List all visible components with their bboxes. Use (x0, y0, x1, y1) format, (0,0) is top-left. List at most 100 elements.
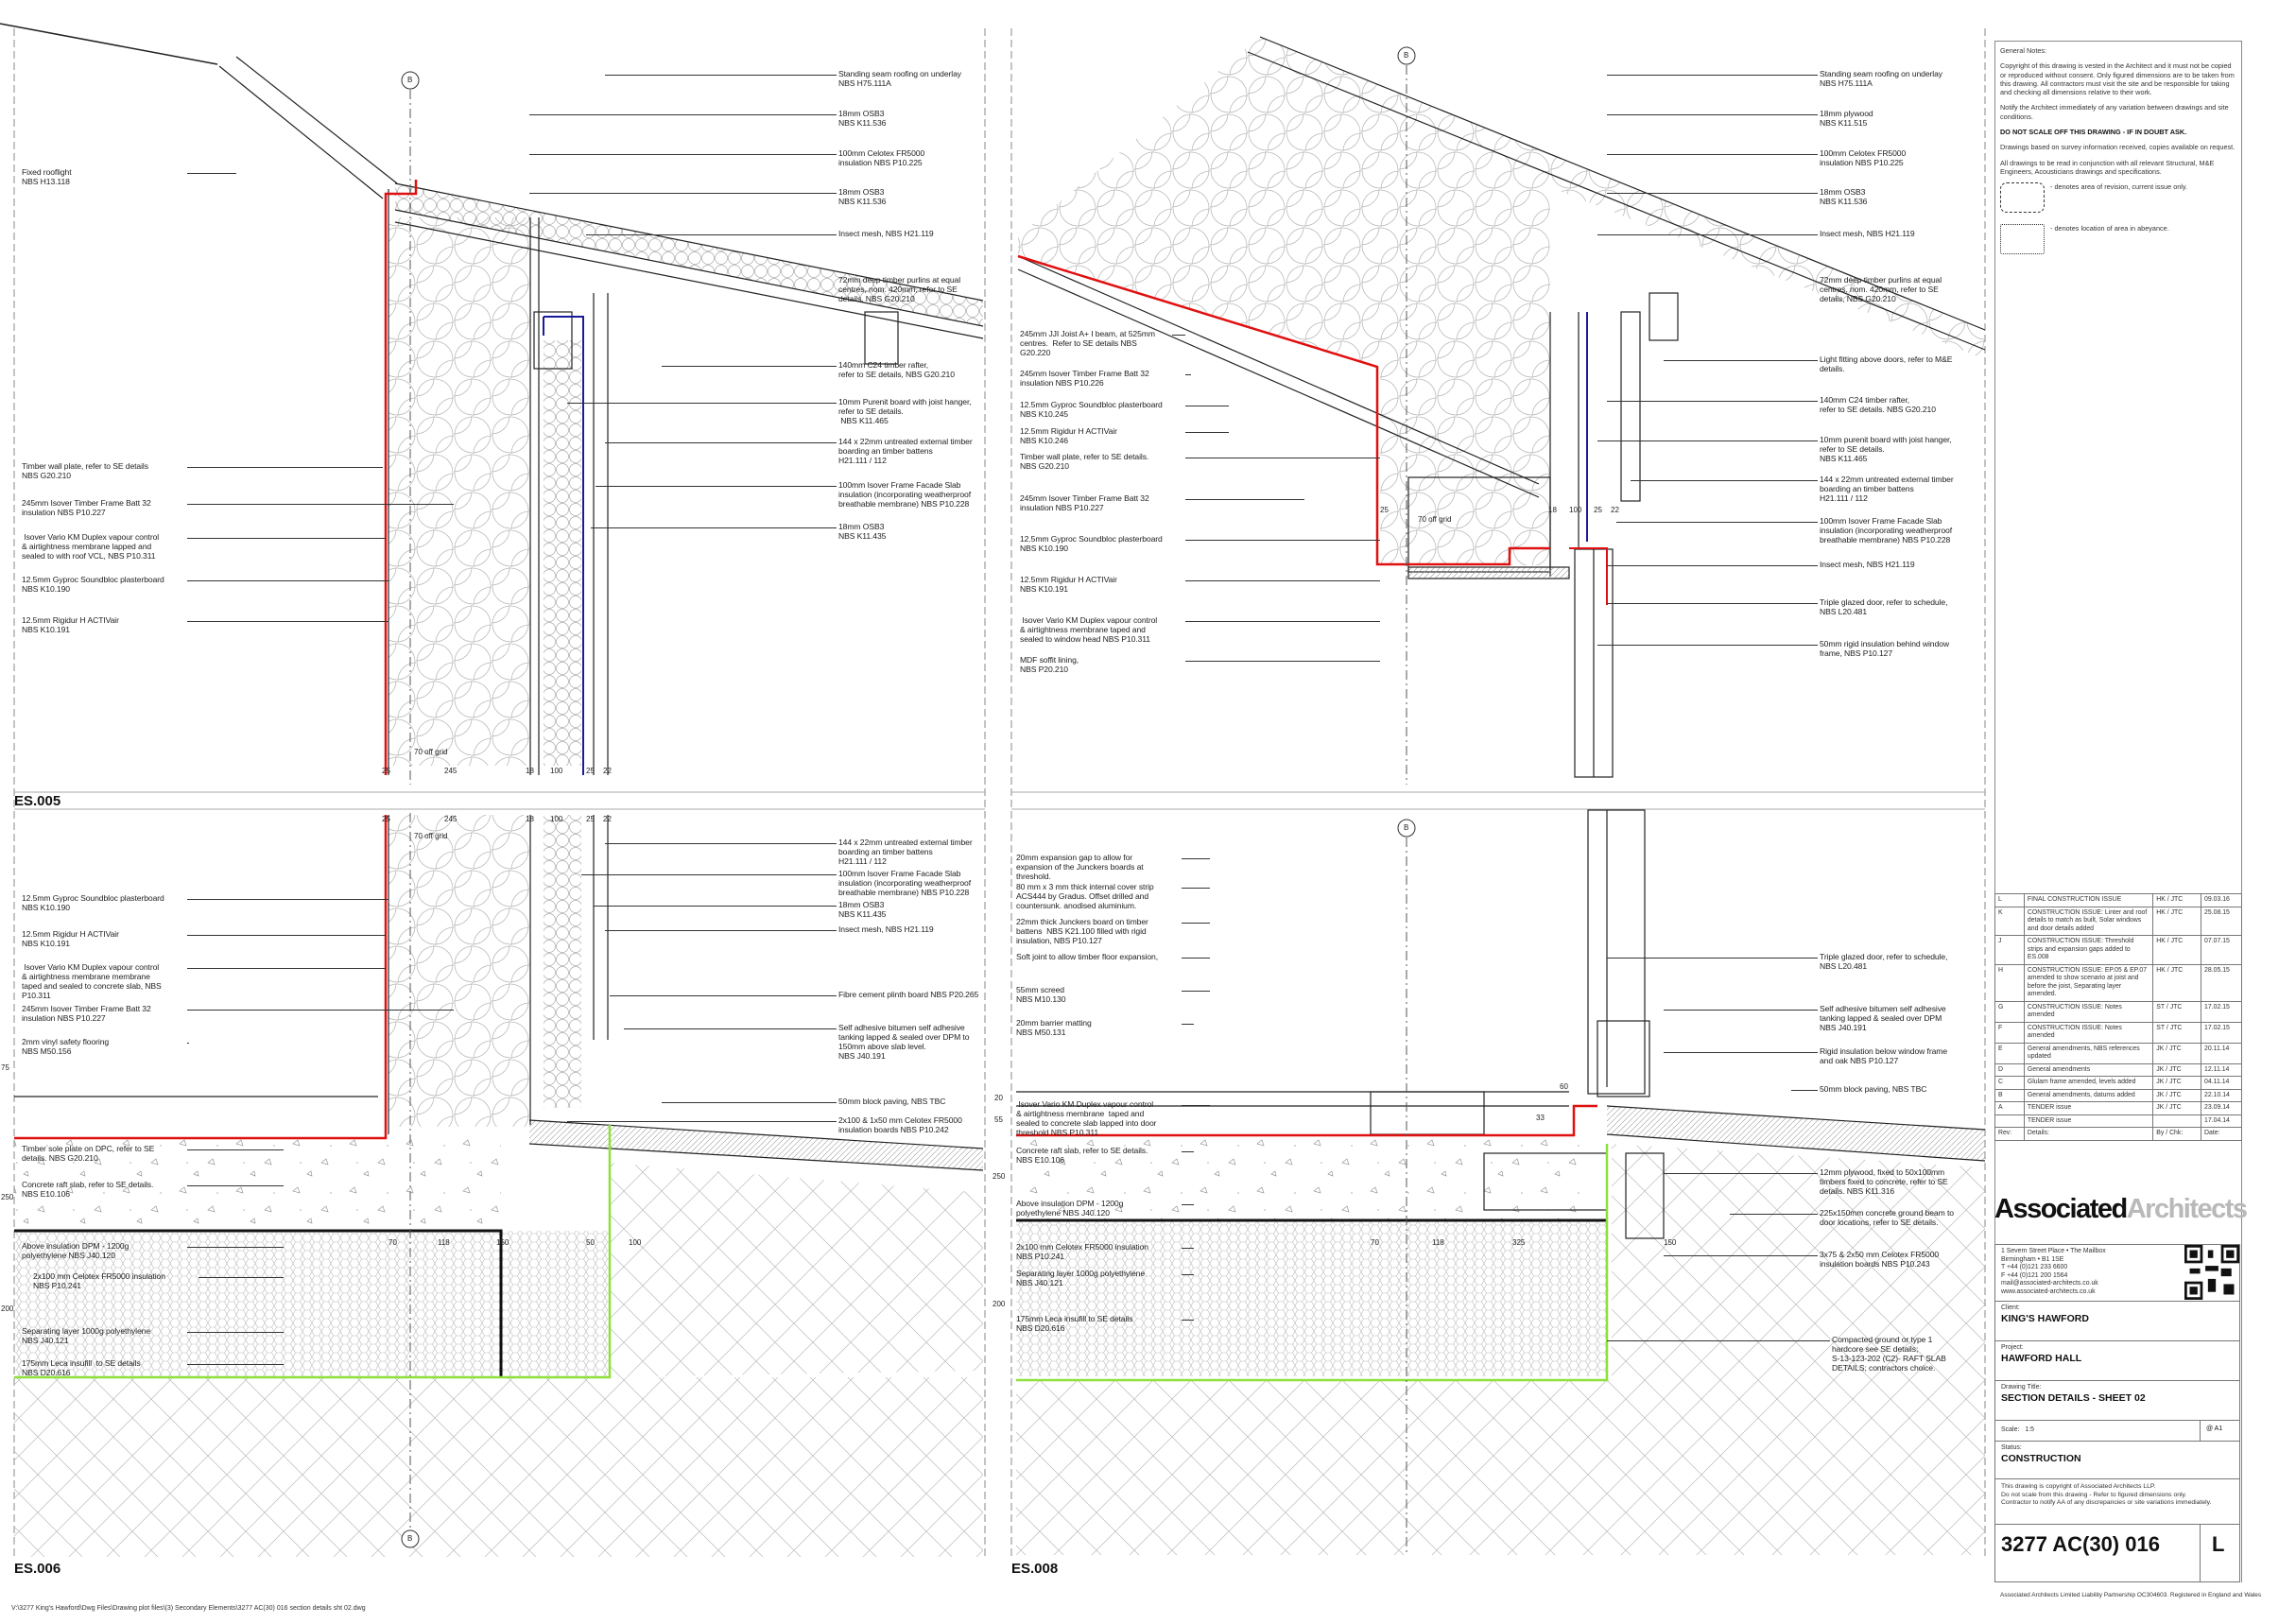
leader-line (1185, 499, 1304, 500)
leader-line (1791, 1090, 1818, 1091)
leader-line (1607, 401, 1818, 402)
leader-line (605, 75, 837, 76)
es006-drawing (14, 815, 984, 1557)
project-value: HAWFORD HALL (2001, 1353, 2082, 1364)
revision-details: CONSTRUCTION ISSUE: Threshold strips and… (2023, 935, 2154, 965)
leader-line (1172, 335, 1185, 336)
leader-line (187, 580, 388, 581)
revision-details: CONSTRUCTION ISSUE: Notes amended (2023, 1021, 2154, 1044)
leader-line (1182, 1151, 1194, 1152)
annotation-label: Light fitting above doors, refer to M&E … (1820, 354, 1953, 373)
leader-line (1185, 661, 1380, 662)
annotation-label: Soft joint to allow timber floor expansi… (1016, 952, 1158, 961)
leader-line (624, 1028, 837, 1029)
leader-line (591, 527, 837, 528)
project-box: Project: HAWFORD HALL (1994, 1340, 2240, 1380)
annotation-label: 3x75 & 2x50 mm Celotex FR5000 insulation… (1820, 1250, 1940, 1269)
annotation-label: 18mm plywood NBS K11.515 (1820, 109, 1873, 128)
dimension-label: 75 (1, 1063, 9, 1072)
file-path: V:\3277 King's Hawford\Dwg Files\Drawing… (11, 1605, 366, 1612)
grid-marker-label: B (407, 76, 413, 84)
dimension-label: 100 (550, 815, 563, 823)
annotation-label: 18mm OSB3 NBS K11.536 (838, 187, 887, 206)
dimension-label: 25 (586, 767, 595, 775)
grid-marker-label: B (1404, 823, 1409, 832)
dimension-label: 25 (382, 767, 390, 775)
annotation-label: Fibre cement plinth board NBS P20.265 (838, 990, 979, 999)
client-box: Client: KING'S HAWFORD (1994, 1301, 2240, 1340)
revision-rev: G (1994, 1000, 2025, 1023)
revision-details: CONSTRUCTION ISSUE: Notes amended (2023, 1000, 2154, 1023)
dimension-label: 200 (993, 1300, 1006, 1308)
revision-rev (1994, 1114, 2025, 1128)
leader-line (610, 995, 837, 996)
scale-warning: DO NOT SCALE OFF THIS DRAWING - IF IN DO… (2000, 128, 2187, 137)
revision-date: 22.10.14 (2201, 1088, 2242, 1102)
leader-line (662, 1102, 837, 1103)
revision-by: HK / JTC (2152, 935, 2202, 965)
dimension-label: 18 (526, 767, 534, 775)
dimension-label: 325 (1512, 1238, 1526, 1247)
annotation-label: Isover Vario KM Duplex vapour control & … (22, 962, 162, 1000)
revision-by (2152, 1114, 2202, 1128)
annotation-label: Fixed rooflight NBS H13.118 (22, 167, 72, 186)
annotation-label: 12.5mm Rigidur H ACTIVair NBS K10.191 (22, 615, 119, 634)
annotation-label: Compacted ground or type 1 hardcore see … (1832, 1335, 1946, 1373)
leader-line (1597, 234, 1818, 235)
annotation-label: 225x150mm concrete ground beam to door l… (1820, 1208, 1954, 1227)
leader-line (1182, 1204, 1194, 1205)
annotation-label: 245mm Isover Timber Frame Batt 32 insula… (22, 498, 151, 517)
annotation-label: 100mm Celotex FR5000 insulation NBS P10.… (1820, 148, 1907, 167)
revision-by: JK / JTC (2152, 1076, 2202, 1090)
leader-line (1182, 858, 1210, 859)
annotation-label: 245mm JJI Joist A+ I beam, at 525mm cent… (1020, 329, 1155, 357)
dimension-label: 25 (382, 815, 390, 823)
annotation-label: 72mm deep timber purlins at equal centre… (838, 275, 961, 303)
leader-line (187, 1010, 454, 1011)
annotation-label: Insect mesh, NBS H21.119 (838, 924, 934, 934)
revision-rev: B (1994, 1088, 2025, 1102)
leader-line (567, 403, 837, 404)
annotation-label: Insect mesh, NBS H21.119 (1820, 560, 1915, 569)
leader-line (1607, 75, 1818, 76)
dimension-label: 20 (994, 1094, 1003, 1102)
annotation-label: 175mm Leca insufill to SE details NBS D2… (1016, 1314, 1133, 1333)
dimension-label: 70 (1371, 1238, 1379, 1247)
annotation-label: 80 mm x 3 mm thick internal cover strip … (1016, 882, 1154, 910)
leader-line (1185, 432, 1229, 433)
annotation-label: 245mm Isover Timber Frame Batt 32 insula… (1020, 493, 1149, 512)
revision-header-row: Rev:Details:By / Chk:Date: (1994, 1127, 2242, 1141)
leader-line (187, 1247, 284, 1248)
revision-by: HK / JTC (2152, 906, 2202, 936)
leader-line (1182, 1320, 1194, 1321)
leader-line (1182, 888, 1210, 889)
scale-label: Scale: (2001, 1426, 2020, 1433)
client-label: Client: (2001, 1304, 2020, 1311)
grid-marker-label: B (407, 1534, 413, 1543)
annotation-label: Triple glazed door, refer to schedule, N… (1820, 952, 1948, 971)
annotation-label: 18mm OSB3 NBS K11.435 (838, 522, 887, 541)
notes-heading: General Notes: (2000, 46, 2047, 55)
revision-date: 04.11.14 (2201, 1076, 2242, 1090)
revision-date: 17.02.15 (2201, 1021, 2242, 1044)
drawing-number: 3277 AC(30) 016 (2001, 1532, 2160, 1556)
leader-line (596, 486, 837, 487)
leader-line (1182, 1024, 1194, 1025)
leader-line (1631, 480, 1818, 481)
annotation-label: 2x100 mm Celotex FR5000 insulation NBS P… (33, 1271, 165, 1290)
revision-date: Date: (2201, 1127, 2242, 1141)
annotation-label: Rigid insulation below window frame and … (1820, 1046, 1948, 1065)
annotation-label: Standing seam roofing on underlay NBS H7… (838, 69, 961, 88)
annotation-label: 22mm thick Junckers board on timber batt… (1016, 917, 1148, 945)
leader-line (187, 621, 388, 622)
leader-line (605, 442, 837, 443)
drawing-number-box: 3277 AC(30) 016 L (1994, 1524, 2240, 1582)
dimension-label: 25 (1380, 506, 1389, 514)
leader-line (1182, 923, 1210, 924)
leader-line (586, 234, 837, 235)
